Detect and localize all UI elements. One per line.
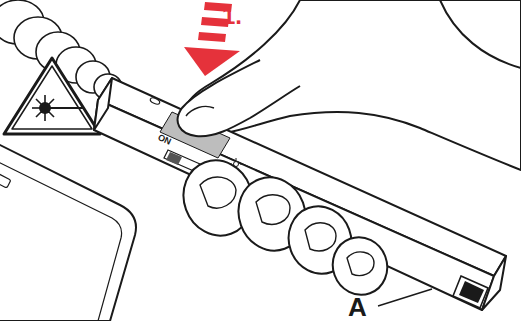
laser-presenter [94, 78, 506, 310]
laser-rays [32, 95, 84, 121]
fingernail [347, 252, 374, 276]
finger [325, 230, 396, 303]
warning-triangle-inner [12, 66, 92, 129]
on-switch-slider [166, 152, 182, 165]
arrow-dash [198, 32, 226, 42]
callout-letter: A [348, 294, 367, 320]
laser-warning-sign [4, 58, 100, 134]
fingernail [256, 195, 290, 224]
usb-receiver [453, 276, 488, 308]
laptop-edge [0, 158, 122, 321]
hand-edge [440, 0, 521, 68]
switch-label: ON [156, 133, 172, 147]
thumbnail [186, 106, 214, 116]
laptop-detail [0, 173, 11, 188]
presenter-tip [94, 78, 112, 130]
warning-triangle [4, 58, 100, 134]
fingernail [200, 177, 236, 208]
fingers [173, 151, 395, 303]
indicator-led [149, 97, 160, 106]
leader-line [378, 289, 432, 306]
usb-receiver-slot [459, 281, 484, 303]
laptop [0, 140, 136, 321]
fingernail [305, 223, 336, 251]
presenter-end [482, 256, 506, 310]
step-number: 1. [222, 4, 242, 28]
presenter-side [94, 100, 494, 310]
arrow-head [184, 47, 240, 76]
thumb [178, 60, 300, 136]
